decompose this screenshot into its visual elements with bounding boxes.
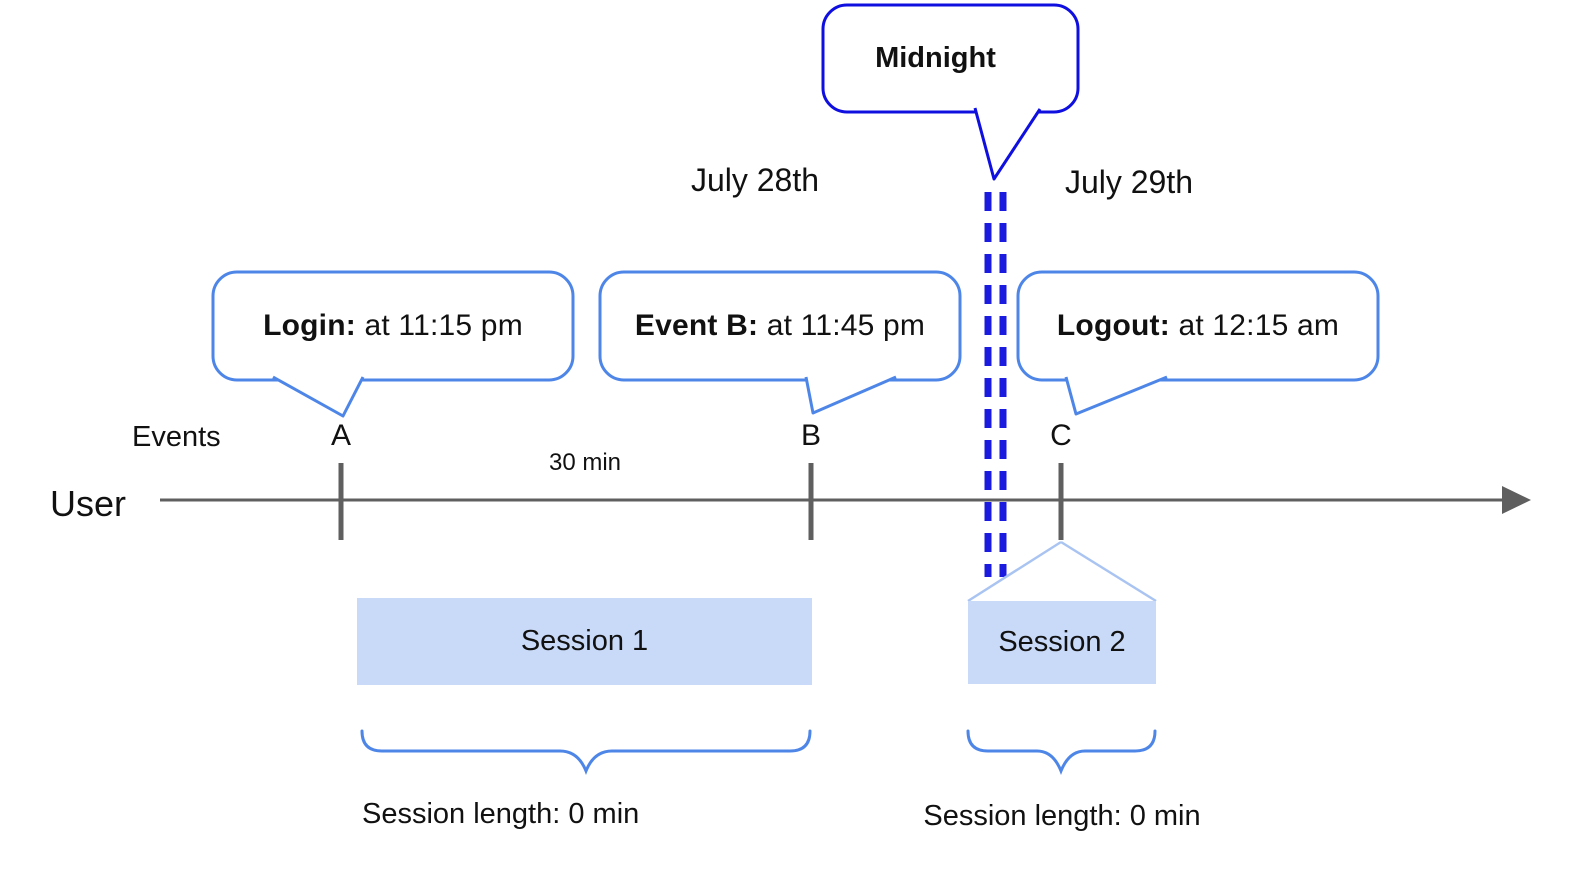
session1-bar: Session 1 (357, 598, 812, 685)
event-marker-c: C (1050, 419, 1072, 452)
user-row-label: User (50, 483, 127, 524)
interval-30min-label: 30 min (548, 449, 622, 476)
session1-brace (360, 729, 812, 776)
timeline-arrowhead-icon (1502, 486, 1531, 514)
session2-funnel-left (967, 540, 1062, 603)
session1-length-label: Session length: 0 min (362, 798, 640, 830)
midnight-bubble-tail (973, 107, 1042, 181)
logout-bubble (1016, 270, 1380, 382)
session2-brace (966, 729, 1157, 776)
session2-bar: Session 2 (968, 601, 1156, 684)
login-bubble-label: Login: at 11:15 pm (213, 272, 573, 380)
event-b-bubble-label-rest: at 11:45 pm (758, 309, 926, 342)
event-b-bubble (598, 270, 962, 382)
event-b-bubble-label: Event B: at 11:45 pm (600, 272, 960, 380)
midnight-bubble-label: Midnight (875, 42, 996, 74)
session2-funnel-right (1060, 540, 1157, 603)
date-label-july-29: July 29th (1064, 163, 1194, 200)
login-bubble-label-bold: Login: (263, 309, 356, 342)
login-bubble-tail (272, 375, 365, 418)
date-label-july-28: July 28th (690, 161, 820, 198)
logout-bubble-label-rest: at 12:15 am (1169, 309, 1340, 342)
event-marker-a: A (330, 419, 351, 452)
logout-bubble-label: Logout: at 12:15 am (1018, 272, 1378, 380)
session1-bar-label: Session 1 (520, 625, 649, 657)
logout-bubble-tail (1064, 375, 1168, 416)
session2-length-label: Session length: 0 min (923, 799, 1201, 832)
login-bubble (211, 270, 575, 382)
event-b-bubble-label-bold: Event B: (634, 309, 759, 342)
logout-bubble-label-bold: Logout: (1056, 309, 1170, 342)
event-b-bubble-tail (804, 375, 897, 415)
midnight-bubble (821, 3, 1080, 114)
event-marker-b: B (800, 419, 821, 452)
login-bubble-label-rest: at 11:15 pm (355, 309, 523, 342)
events-row-label: Events (132, 421, 221, 453)
session2-bar-label: Session 2 (998, 626, 1126, 658)
